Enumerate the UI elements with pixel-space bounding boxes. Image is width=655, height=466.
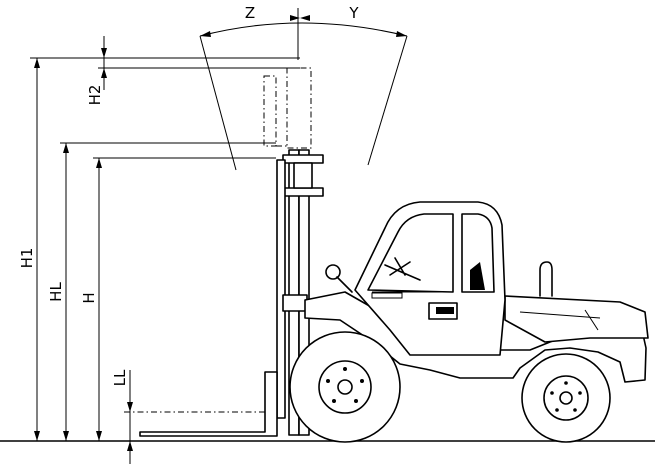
raised-mast <box>286 67 312 149</box>
mast-crossbar-top <box>282 154 324 164</box>
operator-seat <box>470 262 485 290</box>
side-mirror <box>325 264 341 280</box>
mast-crossbar-bottom <box>282 187 324 197</box>
dimension-labels: H1 H2 HL H LL Z Y <box>18 4 359 386</box>
label-h1: H1 <box>18 248 36 269</box>
label-h2: H2 <box>86 85 104 106</box>
mast-tilt-indicator <box>199 8 408 171</box>
raised-position-outline <box>62 67 312 149</box>
label-z: Z <box>245 4 255 22</box>
cab-dash-panel <box>371 292 403 299</box>
label-y: Y <box>348 4 359 22</box>
rear-wheel <box>521 353 611 443</box>
exhaust-pipe <box>539 261 553 297</box>
mast-inner <box>298 149 310 436</box>
dimension-lines <box>30 36 300 464</box>
label-h: H <box>80 292 98 303</box>
tilt-arrow-center-right <box>300 15 310 21</box>
dim-h2-arrow-top <box>101 48 107 58</box>
dim-h1-arrow-bottom <box>34 431 40 441</box>
fork-blade <box>139 371 278 437</box>
rear-lug <box>578 391 582 395</box>
tilt-arrow-center-left <box>290 15 300 21</box>
cab-front-window <box>367 213 454 293</box>
tilt-arc <box>199 22 408 37</box>
front-lug <box>343 367 347 371</box>
front-lug <box>326 379 330 383</box>
front-lug <box>354 399 358 403</box>
dim-h1-arrow-top <box>34 58 40 68</box>
front-lug <box>360 379 364 383</box>
fork-lift-bracket <box>282 294 308 312</box>
front-hub <box>337 379 353 395</box>
engine-hood <box>504 295 649 343</box>
label-ll: LL <box>111 369 129 386</box>
hood-panel-line <box>584 309 599 331</box>
cab-step-pad <box>436 307 454 314</box>
tilt-arrow-right <box>396 31 407 37</box>
dim-ll-arrow-top <box>127 402 133 412</box>
raised-fork-back <box>263 75 277 147</box>
hood-crease <box>519 311 601 319</box>
front-lug <box>332 399 336 403</box>
tilt-line-y <box>367 35 408 166</box>
rear-lug <box>564 381 568 385</box>
dim-hl-arrow-top <box>63 143 69 153</box>
rear-lug <box>555 408 559 412</box>
mirror-arm <box>336 276 353 293</box>
mast-assembly <box>139 149 324 437</box>
dim-h-arrow-bottom <box>96 431 102 441</box>
dim-hl-arrow-bottom <box>63 431 69 441</box>
fork-upright <box>276 159 286 419</box>
steering-wheel-icon <box>384 257 421 281</box>
dim-h-arrow-top <box>96 158 102 168</box>
rear-lug <box>550 391 554 395</box>
front-wheel <box>289 331 401 443</box>
dim-h2-arrow-bottom <box>101 68 107 78</box>
operator-cab <box>325 201 506 356</box>
rear-hub <box>559 391 573 405</box>
mast-carriage <box>293 162 313 189</box>
rear-lug <box>573 408 577 412</box>
tilt-arrow-left <box>200 31 211 37</box>
tilt-line-z <box>199 35 237 171</box>
dim-ll-arrow-bottom <box>127 441 133 451</box>
label-hl: HL <box>47 282 65 302</box>
